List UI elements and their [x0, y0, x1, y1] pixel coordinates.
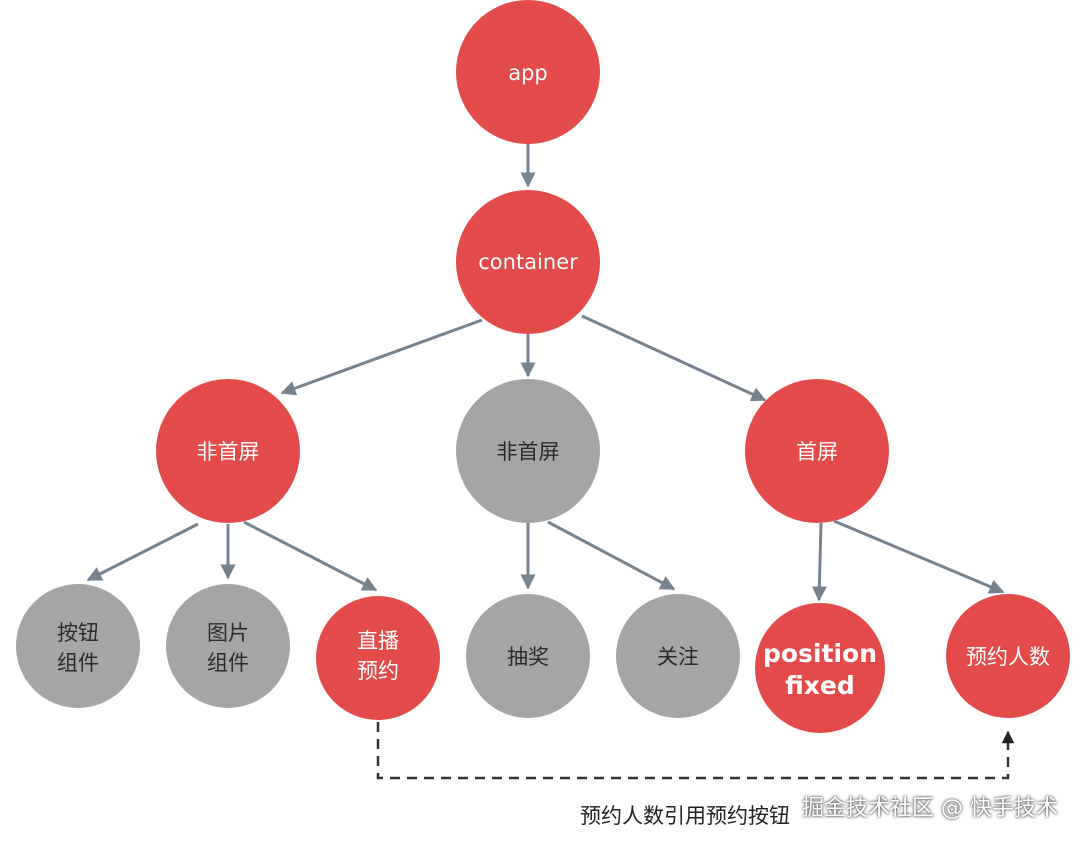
edge-left-button	[86, 522, 199, 582]
node-follow: 关注	[616, 594, 740, 718]
node-left-non-first-screen-label: 非首屏	[197, 440, 260, 464]
node-middle-non-first-screen-label: 非首屏	[497, 440, 560, 464]
node-follow-label: 关注	[657, 645, 699, 669]
node-image-component-line1: 图片	[207, 621, 249, 645]
edge-first-count	[833, 519, 1005, 594]
edge-middle-follow	[547, 520, 676, 591]
node-button-component: 按钮 组件	[16, 584, 140, 708]
node-button-component-line2: 组件	[57, 651, 99, 675]
node-middle-non-first-screen: 非首屏	[456, 379, 600, 523]
node-container-label: container	[478, 250, 578, 274]
node-lottery: 抽奖	[466, 594, 590, 718]
node-live-reservation-line1: 直播	[357, 629, 399, 653]
node-image-component: 图片 组件	[166, 584, 290, 708]
node-position-fixed-line1: position	[763, 639, 877, 668]
node-reservation-count-label: 预约人数	[966, 645, 1050, 669]
edge-first-fixed	[811, 522, 827, 602]
node-live-reservation: 直播 预约	[316, 596, 440, 720]
node-button-component-line1: 按钮	[57, 621, 99, 645]
dashed-reference-edge	[376, 722, 1015, 780]
node-reservation-count: 预约人数	[946, 594, 1070, 718]
node-position-fixed: position fixed	[755, 603, 885, 733]
node-image-component-line2: 组件	[207, 651, 249, 675]
edges	[86, 143, 1015, 780]
node-app: app	[456, 0, 600, 144]
node-position-fixed-line2: fixed	[785, 671, 855, 700]
node-live-reservation-line2: 预约	[357, 659, 399, 683]
node-first-screen: 首屏	[745, 379, 889, 523]
node-lottery-label: 抽奖	[507, 645, 549, 669]
edge-container-right	[581, 314, 767, 402]
node-left-non-first-screen: 非首屏	[156, 379, 300, 523]
node-app-label: app	[508, 61, 548, 85]
edge-container-left	[280, 318, 483, 396]
watermark: 掘金技术社区 @ 快手技术	[802, 796, 1058, 821]
reference-caption: 预约人数引用预约按钮	[580, 804, 790, 828]
node-container: container	[456, 190, 600, 334]
node-first-screen-label: 首屏	[796, 440, 838, 464]
edge-left-reservation	[243, 520, 378, 592]
